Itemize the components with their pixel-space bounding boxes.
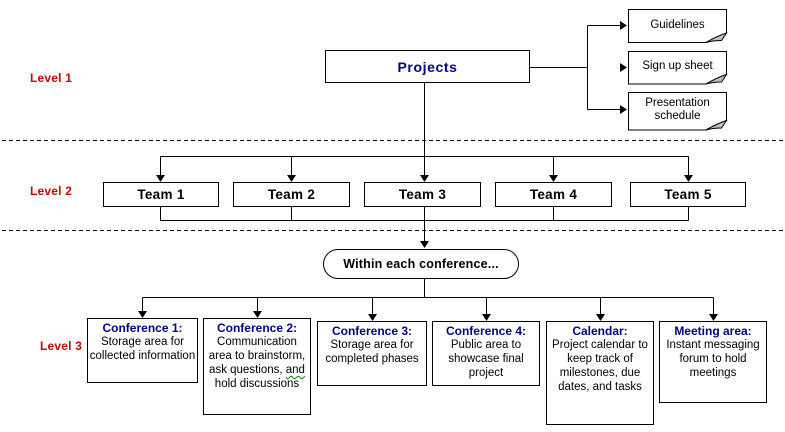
doc-guidelines: Guidelines	[650, 18, 705, 31]
conference-3-node: Conference 3: Storage area for completed…	[317, 321, 427, 386]
conference-1-title: Conference 1:	[102, 321, 183, 335]
grammar-squiggle-word: and	[285, 364, 305, 376]
doc-presentation-schedule: Presentation schedule	[645, 96, 710, 122]
conference-2-body-pre: Communication area to brainstorm, ask qu…	[208, 336, 306, 376]
conference-2-title: Conference 2:	[216, 321, 298, 335]
meeting-area-body: Instant messaging forum to hold meetings	[666, 339, 760, 379]
conference-1-body: Storage area for collected information	[89, 336, 196, 362]
level-separator-dashed-lines	[2, 140, 785, 231]
conference-1-node: Conference 1: Storage area for collected…	[87, 318, 198, 383]
team-1-node: Team 1	[103, 182, 219, 207]
meeting-area-node: Meeting area: Instant messaging forum to…	[659, 321, 767, 403]
conference-2-body: Communication area to brainstorm, ask qu…	[205, 335, 309, 391]
presentation-doc-shape	[628, 92, 728, 131]
level-3-label: Level 3	[40, 339, 83, 353]
within-each-conference-ellipse: Within each conference...	[323, 249, 519, 279]
conference-3-body: Storage area for completed phases	[325, 339, 419, 365]
meeting-area-title: Meeting area:	[674, 324, 752, 338]
team-2-node: Team 2	[233, 182, 350, 207]
conference-4-node: Conference 4: Public area to showcase fi…	[432, 321, 540, 386]
conference-3-title: Conference 3:	[331, 324, 413, 338]
conference-2-body-post: hold discussions	[214, 378, 300, 390]
guidelines-doc-shape	[628, 9, 728, 43]
conference-4-title: Conference 4:	[445, 324, 527, 338]
document-shapes	[628, 9, 728, 131]
team-4-node: Team 4	[495, 182, 612, 207]
calendar-title: Calendar:	[572, 324, 628, 338]
conference-2-node: Conference 2: Communication area to brai…	[203, 318, 311, 415]
team-3-node: Team 3	[364, 182, 481, 207]
level-2-label: Level 2	[30, 184, 73, 198]
signup-doc-shape	[628, 51, 728, 85]
conference-4-body: Public area to showcase final project	[448, 339, 524, 379]
level-1-label: Level 1	[30, 71, 73, 85]
doc-signup-sheet: Sign up sheet	[642, 60, 713, 72]
solid-wires	[142, 25, 714, 315]
projects-node: Projects	[325, 50, 530, 83]
calendar-node: Calendar: Project calendar to keep track…	[546, 321, 654, 425]
team-5-node: Team 5	[630, 182, 746, 207]
arrowheads	[138, 21, 718, 321]
calendar-body: Project calendar to keep track of milest…	[552, 339, 648, 393]
